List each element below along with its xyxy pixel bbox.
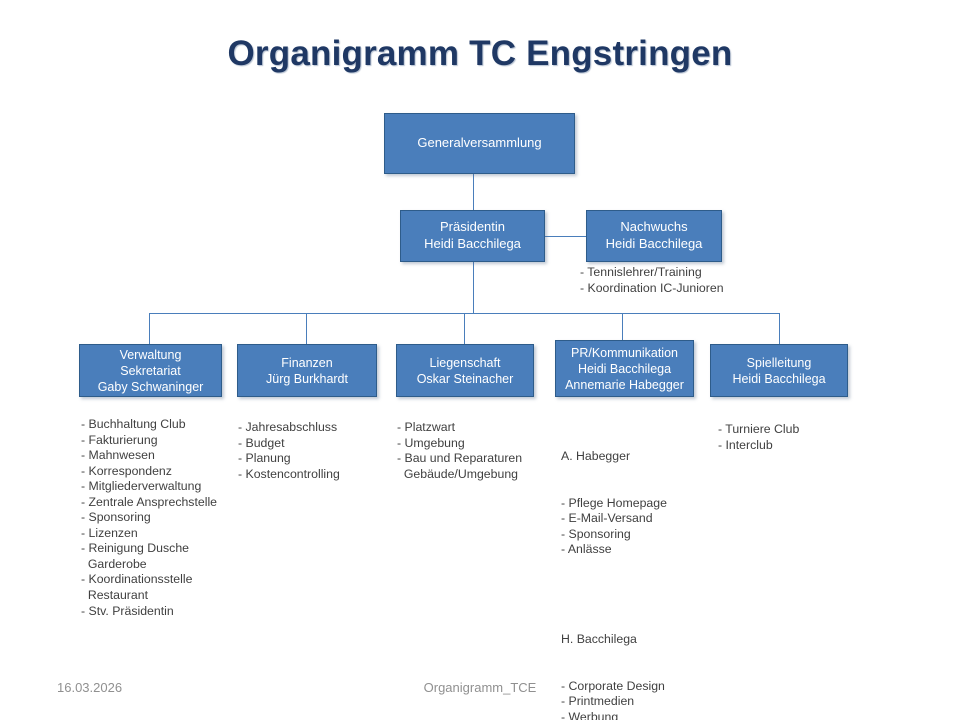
node-liegenschaft-line1: Liegenschaft [429, 355, 501, 370]
note-line: - Kostencontrolling [238, 466, 340, 481]
footer-document-name: Organigramm_TCE [423, 680, 537, 695]
node-liegenschaft[interactable]: Liegenschaft Oskar Steinacher [396, 344, 534, 397]
note-line: - Fakturierung [81, 432, 158, 447]
node-spielleitung[interactable]: Spielleitung Heidi Bacchilega [710, 344, 848, 397]
node-pr-kommunikation-line2: Heidi Bacchilega [577, 361, 672, 376]
node-finanzen-line1: Finanzen [281, 355, 333, 370]
node-pr-kommunikation[interactable]: PR/Kommunikation Heidi Bacchilega Annema… [555, 340, 694, 397]
note-line: - Koordinationsstelle [81, 572, 193, 587]
node-generalversammlung[interactable]: Generalversammlung [384, 113, 575, 174]
note-line: - Sponsoring [561, 526, 631, 541]
note-line: - Budget [238, 435, 285, 450]
page-title: Organigramm TC Engstringen [227, 34, 733, 73]
note-line: - Platzwart [397, 420, 456, 434]
node-nachwuchs[interactable]: Nachwuchs Heidi Bacchilega [586, 210, 722, 262]
node-praesidentin-line2: Heidi Bacchilega [424, 236, 521, 251]
note-line: - Reinigung Dusche [81, 541, 190, 556]
node-spielleitung-line1: Spielleitung [746, 355, 812, 370]
note-line: - Koordination IC-Junioren [580, 280, 724, 295]
connector-praesidentin-nachwuchs [545, 236, 586, 238]
note-line: - Interclub [718, 437, 773, 452]
notes-pr-group1-list: - Pflege Homepage- E-Mail-Versand- Spons… [561, 496, 667, 558]
note-line: - Umgebung [397, 435, 465, 450]
notes-pr-group2-header: H. Bacchilega [561, 632, 637, 647]
note-line: - Werbung [561, 709, 619, 720]
note-line: - Stv. Präsidentin [81, 603, 174, 618]
node-generalversammlung-line1: Generalversammlung [417, 135, 542, 151]
notes-liegenschaft: - Platzwart- Umgebung- Bau und Reparatur… [397, 420, 522, 482]
node-finanzen[interactable]: Finanzen Jürg Burkhardt [237, 344, 377, 397]
note-line: Restaurant [81, 588, 148, 603]
node-spielleitung-line2: Heidi Bacchilega [732, 371, 826, 386]
connector-drop-liegenschaft [464, 312, 466, 345]
note-line: - Pflege Homepage [561, 495, 667, 510]
note-line: - E-Mail-Versand [561, 511, 653, 526]
connector-praesidentin-trunk [472, 262, 474, 313]
note-line: - Anlässe [561, 542, 612, 557]
notes-pr-spacer [561, 589, 667, 601]
note-line: - Planung [238, 451, 291, 466]
notes-finanzen: - Jahresabschluss- Budget- Planung- Kost… [238, 420, 340, 482]
footer-date: 16.03.2026 [57, 680, 123, 695]
note-line: - Zentrale Ansprechstelle [81, 494, 218, 509]
note-line: - Jahresabschluss [238, 420, 338, 434]
node-verwaltung-line3: Gaby Schwaninger [97, 379, 204, 394]
connector-generalversammlung-praesidentin [472, 174, 474, 210]
note-line: - Buchhaltung Club [81, 417, 186, 431]
note-line: Garderobe [81, 556, 147, 571]
connector-drop-pr-kommunikation [622, 312, 624, 341]
node-nachwuchs-line1: Nachwuchs [620, 219, 688, 235]
notes-verwaltung: - Buchhaltung Club- Fakturierung- Mahnwe… [81, 417, 217, 619]
note-line: - Printmedien [561, 694, 635, 709]
node-praesidentin-line1: Präsidentin [439, 219, 506, 235]
note-line: Gebäude/Umgebung [397, 466, 519, 481]
node-verwaltung-line2: Sekretariat [120, 363, 181, 378]
note-line: - Lizenzen [81, 525, 138, 540]
connector-drop-finanzen [306, 312, 308, 345]
note-line: - Corporate Design [561, 678, 665, 693]
node-verwaltung-line1: Verwaltung [119, 347, 182, 362]
node-liegenschaft-line2: Oskar Steinacher [416, 371, 514, 386]
node-nachwuchs-line2: Heidi Bacchilega [605, 236, 703, 251]
note-line: - Sponsoring [81, 510, 151, 525]
note-line: - Mahnwesen [81, 448, 155, 463]
note-line: - Bau und Reparaturen [397, 451, 523, 466]
node-pr-kommunikation-line3: Annemarie Habegger [565, 377, 684, 392]
note-line: - Turniere Club [718, 422, 800, 436]
connector-drop-verwaltung [149, 312, 151, 345]
node-verwaltung[interactable]: Verwaltung Sekretariat Gaby Schwaninger [79, 344, 222, 397]
note-line: - Tennislehrer/Training [580, 265, 702, 279]
notes-pr-kommunikation: A. Habegger - Pflege Homepage- E-Mail-Ve… [561, 418, 667, 720]
notes-pr-group1-header: A. Habegger [561, 449, 631, 464]
connector-drop-spielleitung [779, 312, 781, 345]
notes-nachwuchs: - Tennislehrer/Training- Koordination IC… [580, 265, 724, 296]
node-finanzen-line2: Jürg Burkhardt [266, 371, 348, 386]
node-pr-kommunikation-line1: PR/Kommunikation [571, 345, 678, 360]
node-praesidentin[interactable]: Präsidentin Heidi Bacchilega [400, 210, 545, 262]
notes-spielleitung: - Turniere Club- Interclub [718, 422, 799, 453]
note-line: - Korrespondenz [81, 463, 172, 478]
note-line: - Mitgliederverwaltung [81, 479, 202, 494]
notes-pr-group2-list: - Corporate Design- Printmedien- Werbung… [561, 679, 667, 720]
